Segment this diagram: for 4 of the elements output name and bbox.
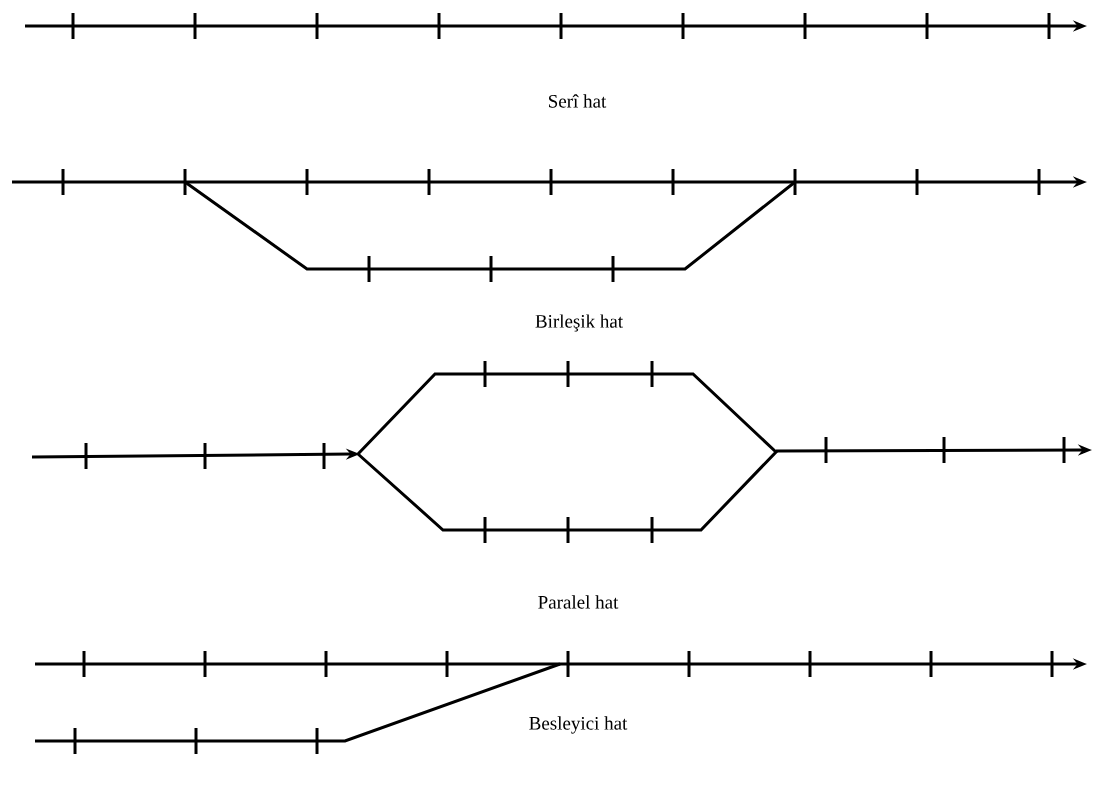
diagram-caption: Birleşik hat [535,314,623,332]
diagram-caption: Serî hat [549,94,607,108]
diagram-caption: Besleyici hat [529,716,628,734]
diagram-caption: Paralel hat [538,595,619,609]
